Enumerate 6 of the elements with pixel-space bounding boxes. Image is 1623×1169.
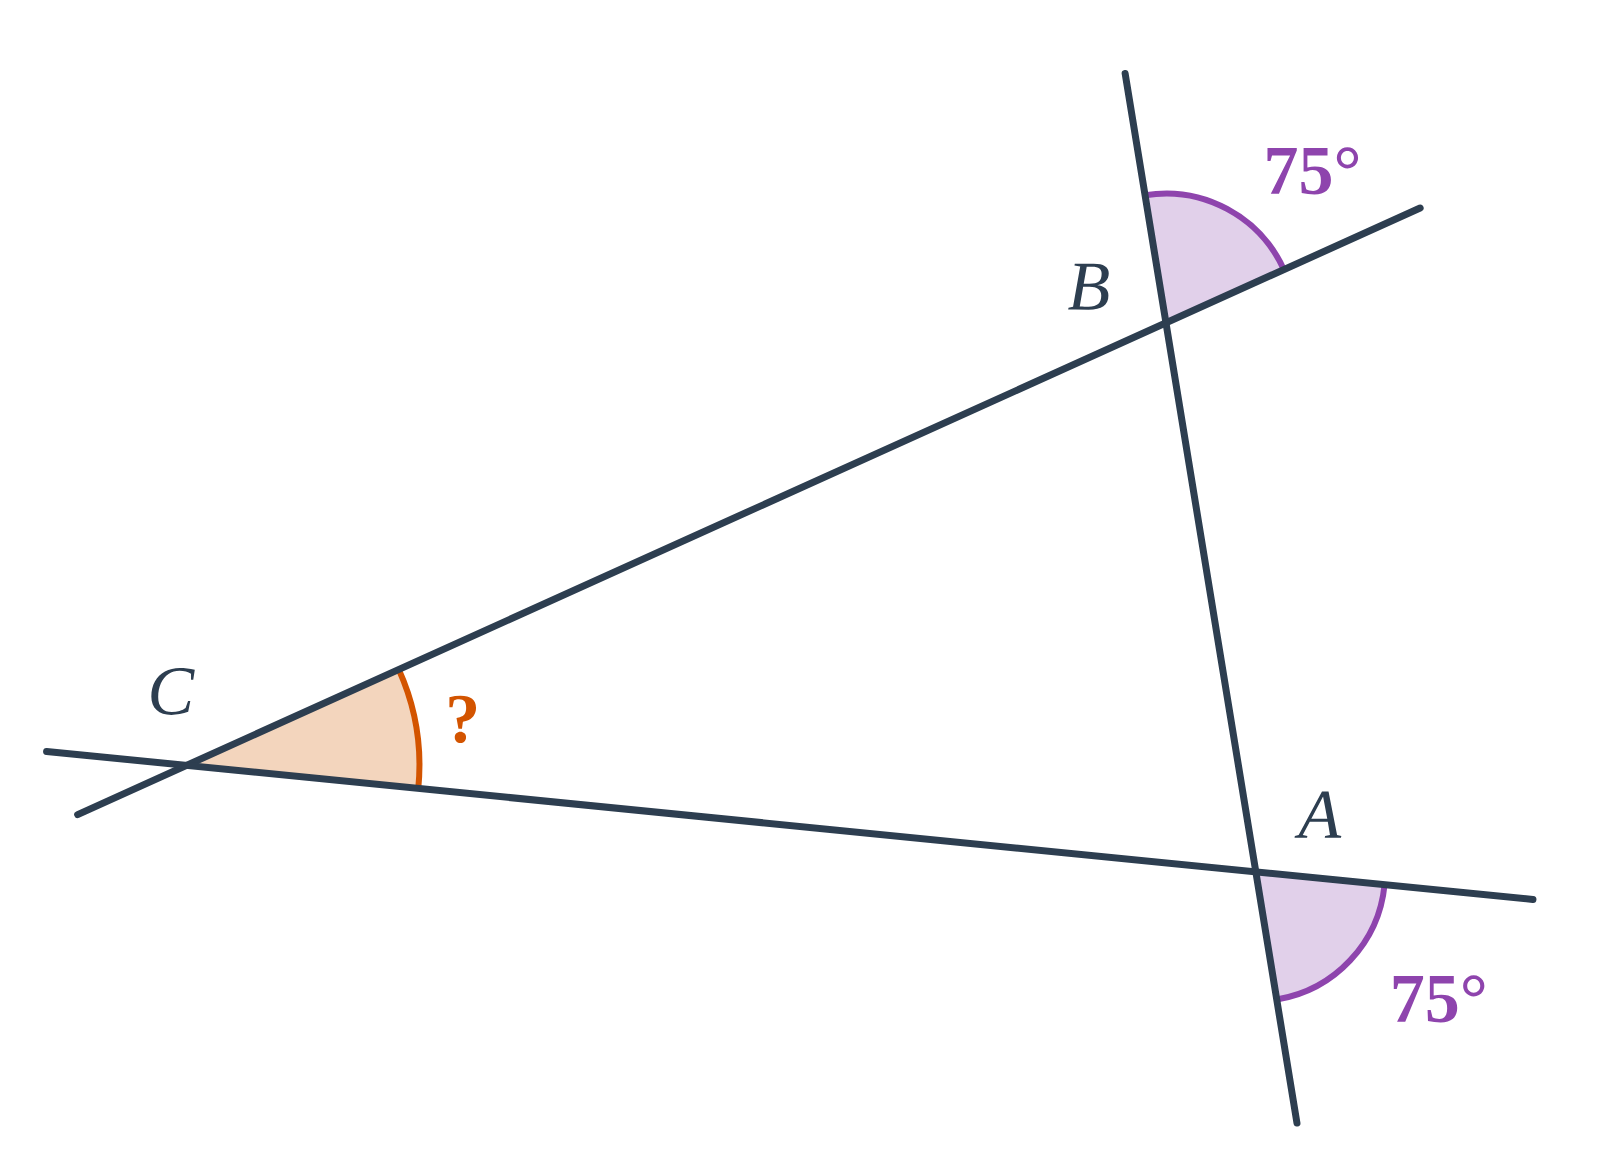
point-label: A (1294, 791, 1342, 838)
angle-label: 75° (1393, 975, 1485, 1023)
angle-label: ? (449, 695, 476, 744)
angle-label: 75° (1267, 147, 1359, 195)
point-label: B (1068, 263, 1109, 310)
point-label: C (151, 668, 195, 716)
